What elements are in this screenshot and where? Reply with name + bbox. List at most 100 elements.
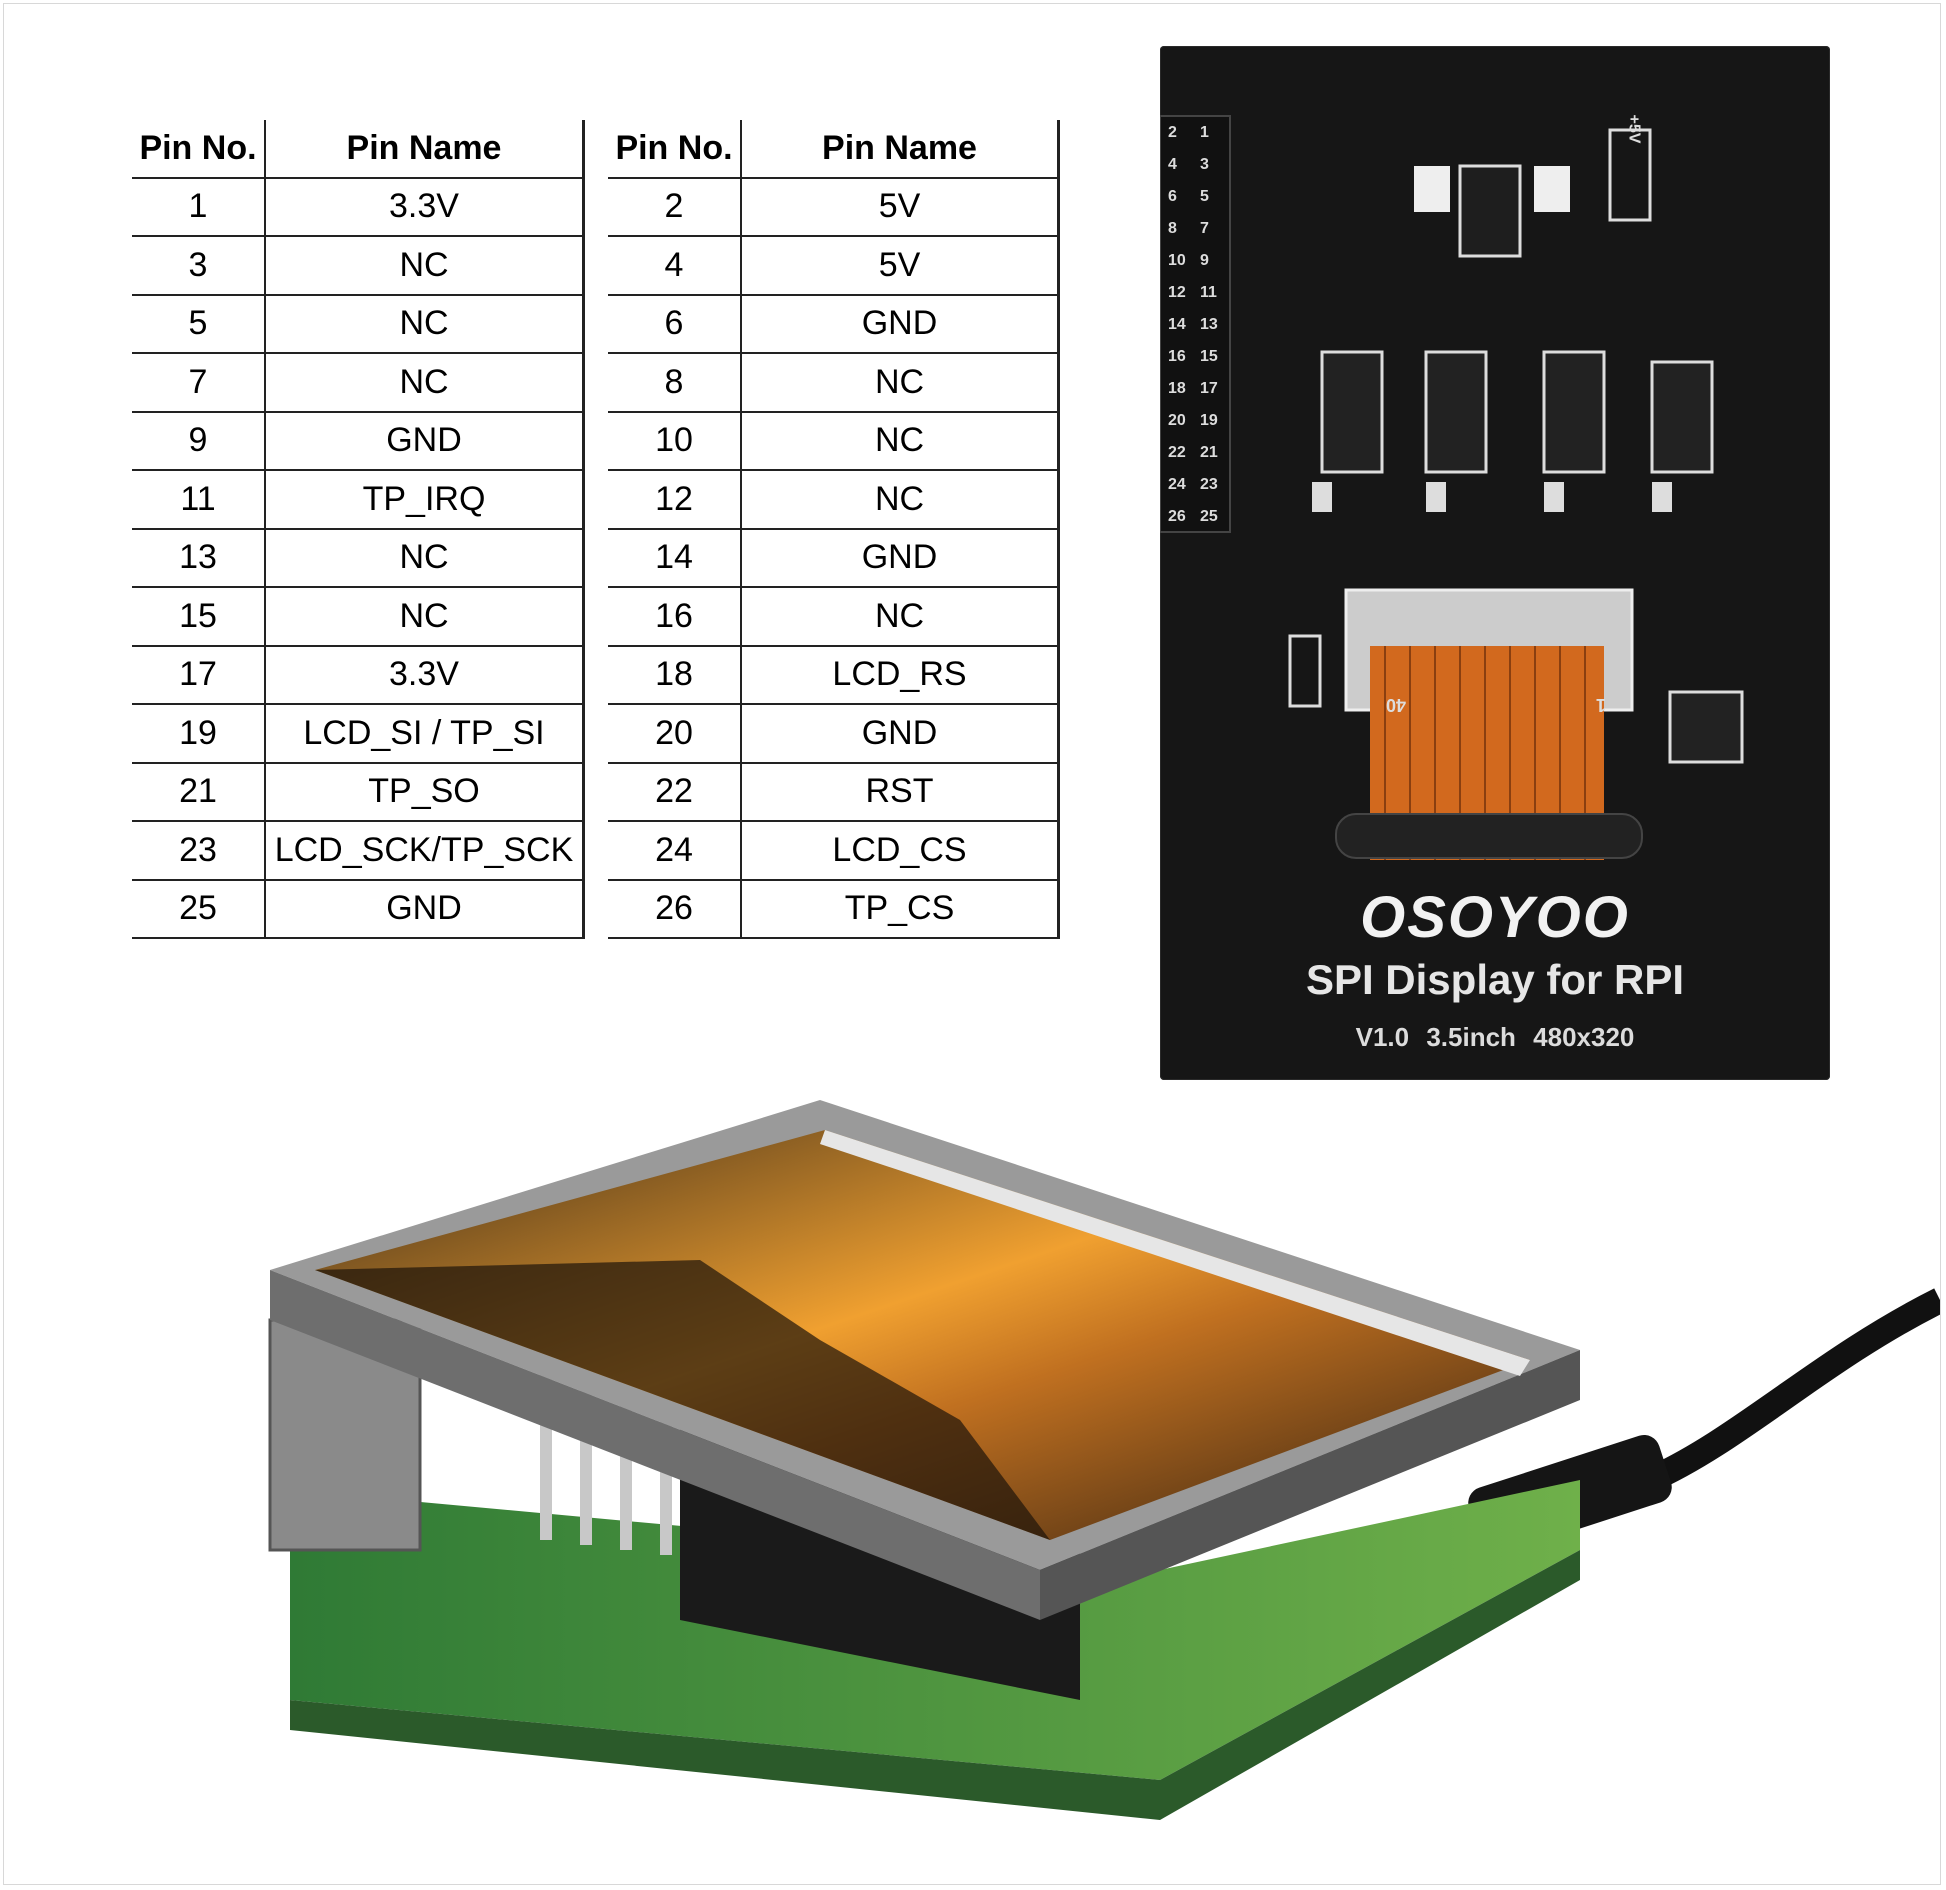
header-pin-number: 13 xyxy=(1200,316,1218,333)
header-pin-number: 24 xyxy=(1168,476,1186,493)
pin-name: TP_SO xyxy=(264,761,585,822)
pin-number: 26 xyxy=(608,878,742,939)
pin-number: 11 xyxy=(132,469,266,530)
pin-name: TP_IRQ xyxy=(264,469,585,530)
usb-cable xyxy=(1644,1288,1940,1492)
touch-controller-ic xyxy=(1668,690,1744,764)
header-pin-number: 25 xyxy=(1200,508,1218,525)
pin-name: LCD_RS xyxy=(740,644,1060,705)
header-pin-number: 22 xyxy=(1168,444,1186,461)
ribbon-slot xyxy=(1335,813,1643,859)
screen-mountain-silhouette xyxy=(315,1260,1050,1540)
header-pin-number: 17 xyxy=(1200,380,1218,397)
header-pin-number: 5 xyxy=(1200,188,1209,205)
pin-number: 8 xyxy=(608,352,742,413)
header-pin-number: 3 xyxy=(1200,156,1209,173)
pin-number: 5 xyxy=(132,293,266,354)
ic-chips xyxy=(1312,350,1714,512)
pin-number: 20 xyxy=(608,703,742,764)
pin-name: LCD_SI / TP_SI xyxy=(264,703,585,764)
pin-number: 2 xyxy=(608,176,742,237)
jumper xyxy=(1608,128,1652,222)
header-pin-number: 1 xyxy=(1200,124,1209,141)
smd-component xyxy=(1534,166,1570,212)
pin-number: 21 xyxy=(132,761,266,822)
pin-number: 1 xyxy=(132,176,266,237)
screen-taskbar xyxy=(820,1130,1530,1376)
header-pin-number: 19 xyxy=(1200,412,1218,429)
pin-number: 19 xyxy=(132,703,266,764)
header-pin-number: 26 xyxy=(1168,508,1186,525)
header-pin-number: 2 xyxy=(1168,124,1177,141)
pin-number: 18 xyxy=(608,644,742,705)
header-pin-name: Pin Name xyxy=(740,120,1060,179)
header-pin-no: Pin No. xyxy=(608,120,742,179)
pin-number: 7 xyxy=(132,352,266,413)
pin-name: 3.3V xyxy=(264,644,585,705)
header-pin-name: Pin Name xyxy=(264,120,585,179)
header-pin-number: 10 xyxy=(1168,252,1186,269)
header-pin-number: 7 xyxy=(1200,220,1209,237)
pin-name: GND xyxy=(740,293,1060,354)
pin-number: 10 xyxy=(608,410,742,471)
product-version: V1.0 3.5inch 480x320 xyxy=(1355,1022,1635,1052)
smd-component xyxy=(1414,166,1450,212)
header-pin-number: 15 xyxy=(1200,348,1218,365)
pin-number: 24 xyxy=(608,820,742,881)
pin-number: 17 xyxy=(132,644,266,705)
pin-header xyxy=(1160,115,1231,533)
pin-number: 4 xyxy=(608,235,742,296)
pin-number: 16 xyxy=(608,586,742,647)
header-pin-number: 16 xyxy=(1168,348,1186,365)
header-pin-number: 23 xyxy=(1200,476,1218,493)
display-side-right xyxy=(1040,1350,1580,1620)
pin-number: 23 xyxy=(132,820,266,881)
smd-component xyxy=(1288,634,1322,708)
pin-number: 12 xyxy=(608,469,742,530)
header-pin-number: 14 xyxy=(1168,316,1186,333)
pcb-components xyxy=(1160,115,1744,860)
brand-logo: OSOYOO xyxy=(1360,885,1630,950)
display-side xyxy=(270,1270,1040,1620)
header-pin-number: 9 xyxy=(1200,252,1209,269)
product-subtitle: SPI Display for RPI xyxy=(1305,956,1685,1003)
pin-name: NC xyxy=(740,469,1060,530)
header-pin-number: 12 xyxy=(1168,284,1186,301)
pin-number: 9 xyxy=(132,410,266,471)
pin-name: 3.3V xyxy=(264,176,585,237)
regulator-chip xyxy=(1458,164,1522,258)
pin-number: 14 xyxy=(608,527,742,588)
pin-name: RST xyxy=(740,761,1060,822)
header-pin-number: 20 xyxy=(1168,412,1186,429)
pin-name: NC xyxy=(264,586,585,647)
header-pin-number: 8 xyxy=(1168,220,1177,237)
ribbon-label-40: 40 xyxy=(1386,695,1407,715)
pin-name: NC xyxy=(740,352,1060,413)
pin-name: GND xyxy=(740,527,1060,588)
voltage-label: +5V xyxy=(1625,114,1643,144)
pin-number: 22 xyxy=(608,761,742,822)
pin-name: 5V xyxy=(740,235,1060,296)
pin-name: NC xyxy=(264,235,585,296)
header-pin-number: 21 xyxy=(1200,444,1218,461)
display-screen xyxy=(315,1130,1530,1540)
